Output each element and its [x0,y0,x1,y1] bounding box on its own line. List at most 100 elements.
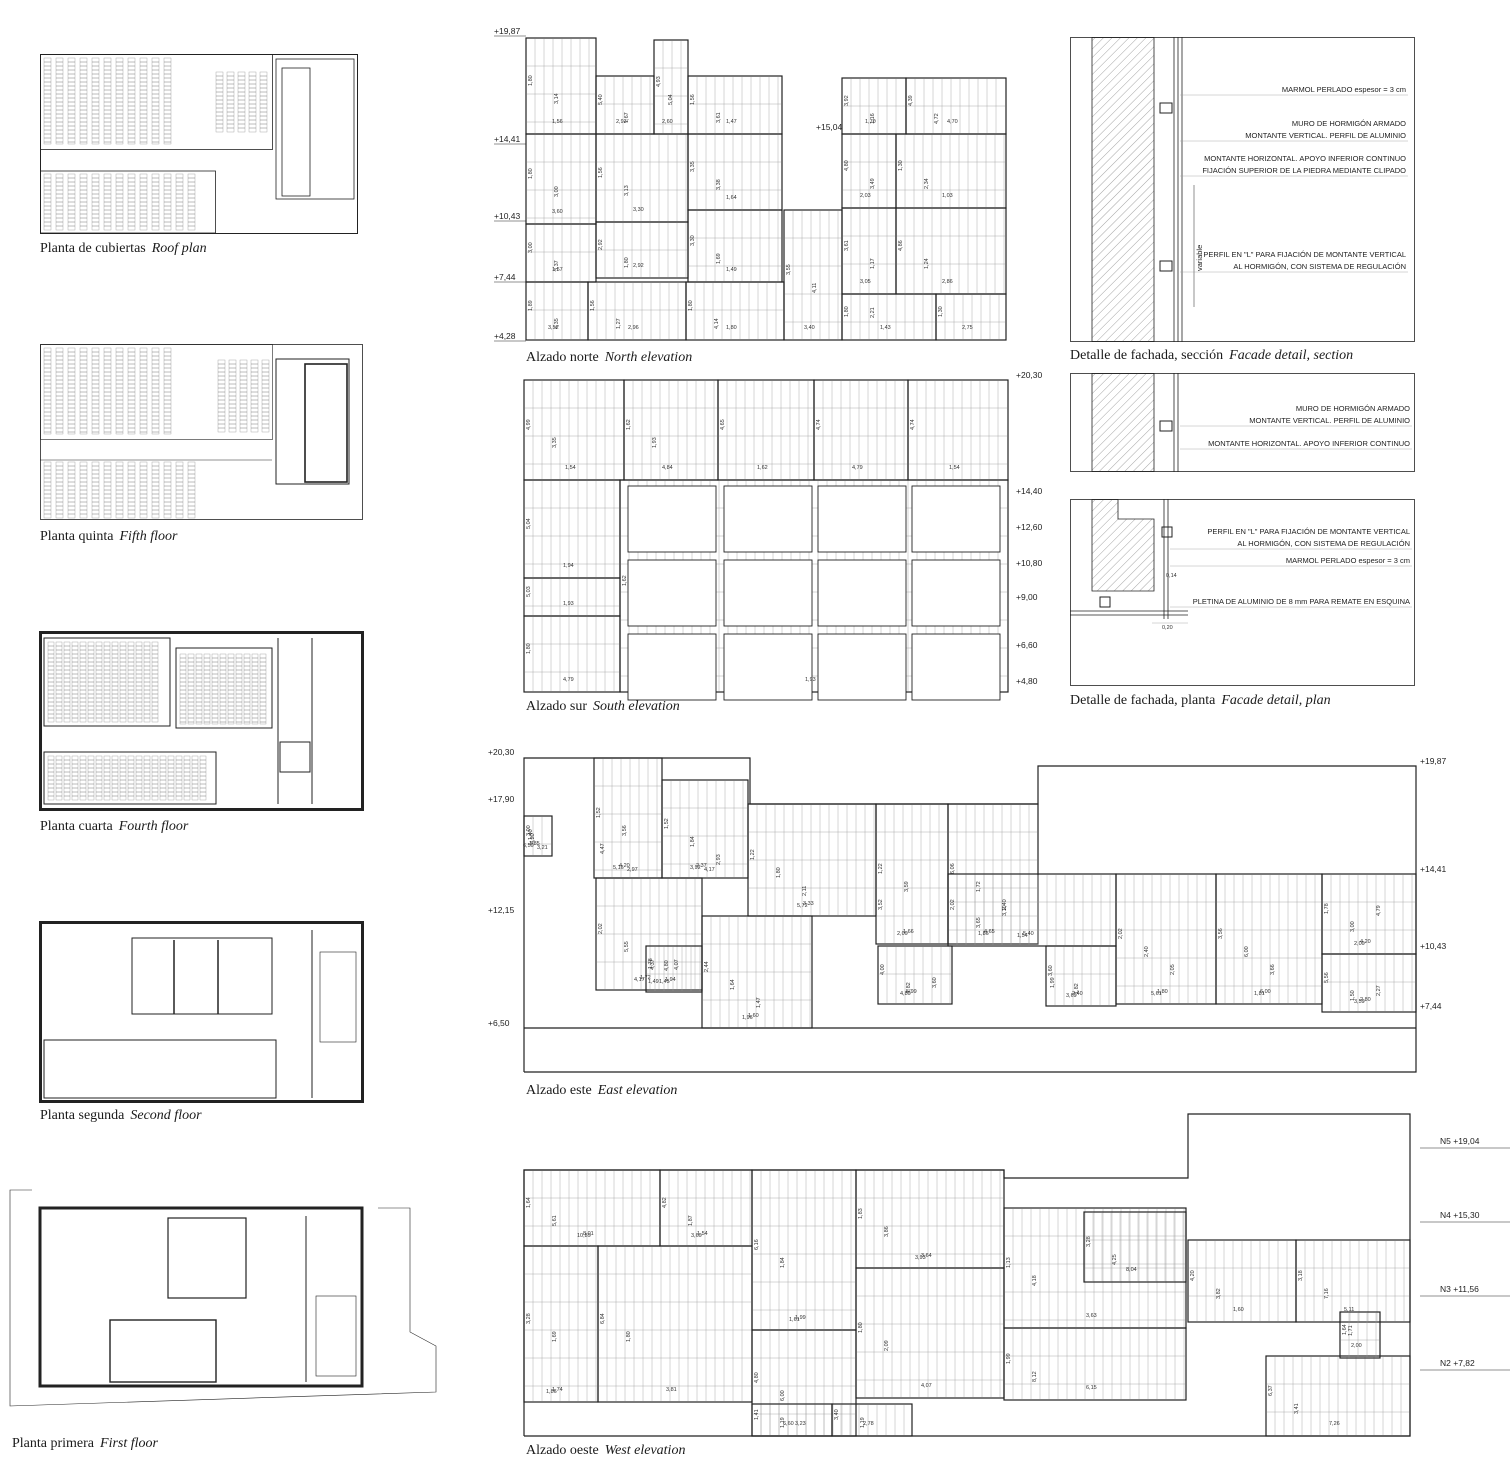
dimension-label: 2,37 [696,863,707,869]
shelving-stacks [179,653,267,725]
dimension-label: 1,13 [1006,1257,1012,1268]
dimension-label: 4,79 [1376,905,1382,916]
dimension-label: 5,40 [598,94,604,105]
dimension-label: 5,72 [797,903,808,909]
stone-joint-lines [655,41,687,133]
stone-joint-lines [879,947,951,1003]
stone-joint-lines [1297,1241,1409,1321]
stone-joint-lines [663,781,747,877]
dimension-label: 3,00 [1350,921,1356,932]
dimension-label: 3,41 [1294,1403,1300,1414]
stone-joint-lines [753,1331,855,1435]
dimension-label: 1,67 [624,112,630,123]
dimension-label: 3,69 [1066,993,1077,999]
dimension-label: 1,99 [1050,977,1056,988]
stone-joint-lines [907,79,1005,133]
dimension-label: 3,00 [526,825,532,836]
plan-note-3: MARMOL PERLADO espesor = 3 cm [1286,556,1410,565]
dimension-label: 3,49 [870,178,876,189]
stone-joint-lines [843,79,905,133]
dimension-label: 1,54 [565,465,576,471]
stone-joint-lines [1323,955,1415,1011]
dimension-label: 3,92 [690,865,701,871]
dimension-label: 1,64 [1342,1324,1348,1335]
shelf-unit [143,755,151,801]
roof-plan [40,54,358,234]
east-level-650: +6,50 [488,1018,510,1028]
roof-plan-label-en: Roof plan [151,241,207,256]
stone-joint-lines [687,283,783,339]
stone-joint-lines [527,225,595,281]
dimension-label: 3,86 [884,1226,890,1237]
west-level-n4: N4 +15,30 [1440,1210,1480,1220]
horizontal-note-2: MONTANTE VERTICAL. PERFIL DE ALUMINIO [1249,416,1410,425]
section-note-2: MURO DE HORMIGÓN ARMADO [1292,119,1406,128]
east-elevation-drawing: +20,30 +17,90 +12,15 +6,50 +19,87 +14,41… [488,747,1447,1073]
dimension-label: 1,19 [780,1417,786,1428]
west-elevation-drawing: N5 +19,04 N4 +15,30 N3 +11,56 N2 +7,82 1… [523,1113,1510,1437]
shelf-unit [63,755,71,801]
section-note-5: FIJACIÓN SUPERIOR DE LA PIEDRA MEDIANTE … [1202,166,1406,175]
dimension-label: 3,56 [1218,928,1224,939]
dimension-label: 3,59 [904,881,910,892]
stone-joint-lines [840,1405,905,1435]
stone-joint-lines [897,209,1005,293]
dimension-label: 2,40 [1072,991,1083,997]
shelf-unit [227,653,235,725]
stone-joint-lines [527,283,587,339]
shelf-unit [139,57,148,145]
shelf-unit [111,755,119,801]
dimension-label: 4,11 [812,283,818,293]
dimension-label: 4,20 [530,833,536,844]
dimension-label: 1,64 [726,195,737,201]
dimension-label: 6,60 [783,1421,794,1427]
fourth-floor-label-es: Planta cuarta [40,819,113,834]
dimension-label: 1,99 [1006,1353,1012,1364]
second-floor-label-es: Planta segunda [40,1108,125,1123]
dimension-label: 8,12 [1032,1371,1038,1382]
stone-joint-lines [1117,875,1215,1003]
dimension-label: 3,55 [786,264,792,275]
first-floor-plan [9,1186,440,1422]
stone-joint-lines [597,879,701,989]
dimension-label: 4,17 [634,977,645,983]
east-level-1790: +17,90 [488,794,515,804]
stone-joint-lines [857,1269,1003,1397]
fourth-floor-drawing [39,631,364,811]
shelf-unit [179,653,187,725]
stone-joint-lines [525,579,619,615]
dimension-label: 5,11 [1344,1307,1354,1313]
dimension-label: 1,19 [860,1417,866,1428]
dimension-label: 1,56 [552,119,563,125]
dimension-label: 1,78 [1324,903,1330,914]
dimension-label: 4,00 [880,964,886,975]
dimension-label: 1,54 [697,1231,708,1237]
section-note-7: AL HORMIGÓN, CON SISTEMA DE REGULACIÓN [1233,262,1406,271]
dimension-label: 5,03 [526,586,532,597]
shelf-unit [175,755,183,801]
shelving-stacks [43,173,196,231]
dimension-label: 4,99 [526,419,532,430]
east-level-marks: +20,30 +17,90 +12,15 +6,50 +19,87 +14,41… [488,747,1447,1028]
west-level-n5: N5 +19,04 [1440,1136,1480,1146]
north-label-en: North elevation [604,350,693,365]
dimension-label: 2,02 [598,923,604,934]
dimension-label: 1,52 [664,818,670,829]
dimension-label: 1,96 [742,1015,753,1021]
dimension-label: 1,50 [1350,990,1356,1001]
dimension-label: 2,60 [662,119,673,125]
dimension-label: 4,74 [816,419,822,430]
dimension-label: 1,78 [648,958,654,969]
dimension-label: 5,61 [1151,991,1162,997]
stone-joint-lines [749,805,875,915]
dimension-label: 3,05 [860,279,871,285]
stone-joint-lines [597,77,653,133]
dimension-label: 3,60 [932,977,938,988]
dimension-label: 1,87 [688,1215,694,1226]
dimension-label: 1,66 [903,929,914,935]
dimension-label: 6,84 [600,1313,606,1324]
